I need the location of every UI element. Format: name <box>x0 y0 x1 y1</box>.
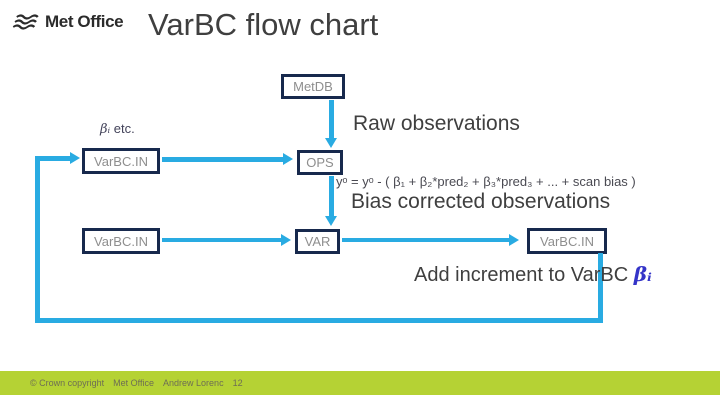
node-var: VAR <box>295 229 340 254</box>
arrow-metdb-to-ops-head <box>325 138 337 148</box>
metoffice-flag-icon <box>12 14 39 30</box>
logo-text: Met Office <box>45 12 124 31</box>
arrow-varbcin-to-var-head <box>281 234 291 246</box>
feedback-loop-line-right <box>598 253 603 323</box>
arrow-varbcin-to-ops-line <box>162 157 283 162</box>
arrow-metdb-to-ops-line <box>329 100 334 138</box>
node-varbc-in-right: VarBC.IN <box>527 228 607 254</box>
node-varbc-in-top: VarBC.IN <box>82 148 160 174</box>
arrow-ops-to-var-head <box>325 216 337 226</box>
met-office-logo: Met Office <box>10 12 124 32</box>
node-ops: OPS <box>297 150 343 175</box>
label-add-increment: Add increment to VarBC βᵢ <box>414 263 652 287</box>
feedback-loop-line-bottom <box>35 318 603 323</box>
label-beta-etc: βᵢ etc. <box>100 121 135 138</box>
arrow-ops-to-var-line <box>329 176 334 216</box>
add-increment-beta-symbol: βᵢ <box>633 262 652 286</box>
node-varbc-in-mid: VarBC.IN <box>82 228 160 254</box>
feedback-loop-line-left <box>35 156 40 323</box>
arrow-var-to-varbcin-head <box>509 234 519 246</box>
add-increment-text: Add increment to VarBC <box>414 264 634 286</box>
label-raw-observations: Raw observations <box>353 112 520 135</box>
label-bias-corrected-observations: Bias corrected observations <box>351 190 611 213</box>
beta-i-symbol: βᵢ <box>100 122 111 137</box>
footer-bar: © Crown copyright Met Office Andrew Lore… <box>0 371 720 395</box>
beta-etc-suffix: etc. <box>110 121 135 136</box>
arrow-var-to-varbcin-line <box>342 238 509 242</box>
label-bias-formula: yᵒ = yᵒ - ( β₁ + β₂*pred₂ + β₃*pred₃ + .… <box>336 174 636 189</box>
footer-org: Met Office <box>113 378 155 388</box>
feedback-loop-line-top <box>38 156 71 161</box>
arrow-varbcin-to-var-line <box>162 238 281 242</box>
footer-copyright: © Crown copyright <box>30 378 105 388</box>
footer-page-number: 12 <box>232 378 243 388</box>
page-title: VarBC flow chart <box>148 7 379 42</box>
node-metdb: MetDB <box>281 74 345 99</box>
arrow-varbcin-to-ops-head <box>283 153 293 165</box>
footer-author: Andrew Lorenc <box>163 378 224 388</box>
feedback-loop-arrowhead <box>70 152 80 164</box>
